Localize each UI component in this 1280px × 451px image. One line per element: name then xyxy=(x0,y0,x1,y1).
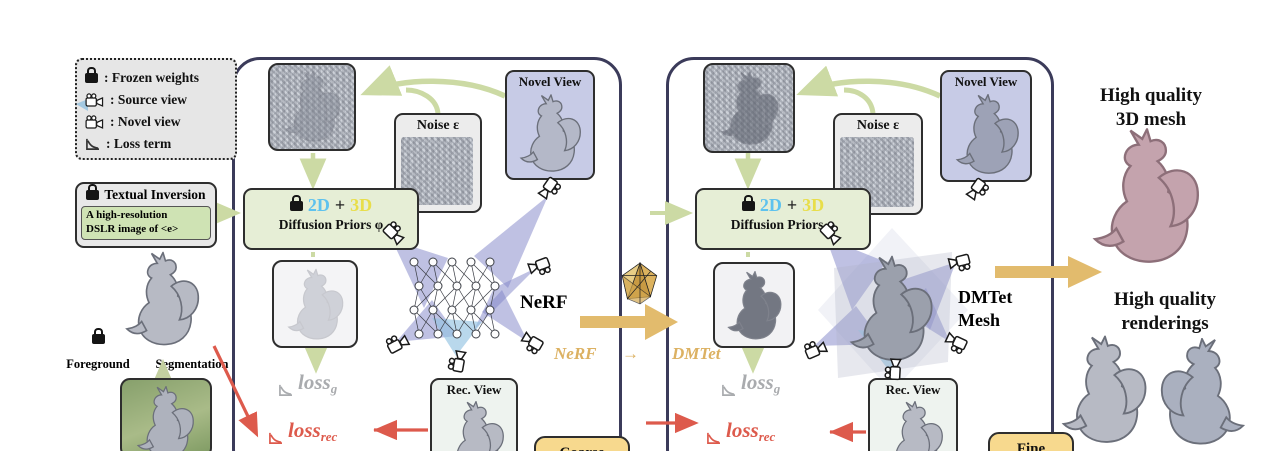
high-quality-rendering-2 xyxy=(1152,338,1252,450)
priors-2d: 2D xyxy=(759,195,782,215)
lock-icon xyxy=(86,184,100,200)
fine-rec-view-box: Rec. View xyxy=(868,378,958,451)
high-quality-mesh-render xyxy=(1088,128,1206,270)
loss-rec-sub: rec xyxy=(758,429,776,445)
transition-from-label: NeRF xyxy=(554,344,597,363)
legend-row-source: : Source view xyxy=(76,89,227,111)
mesh-title-line1: High quality xyxy=(1100,85,1202,106)
loss-rec-sub: rec xyxy=(320,429,338,445)
priors-3d: 3D xyxy=(802,195,825,215)
legend-label: : Novel view xyxy=(110,114,181,129)
nerf-label: NeRF xyxy=(520,292,568,313)
legend-row-frozen: : Frozen weights xyxy=(85,67,227,89)
prompt-box: A high-resolution DSLR image of <e> xyxy=(81,206,211,240)
prompt-line2: DSLR image of <e> xyxy=(86,222,179,235)
loss-rec-text: loss xyxy=(288,418,321,442)
coarse-rec-view-box: Rec. View xyxy=(430,378,518,451)
prompt-line1: A high-resolution xyxy=(86,209,168,221)
camera-icon xyxy=(964,175,992,204)
coarse-diffusion-priors-box: 2D + 3D Diffusion Priors φ xyxy=(243,188,419,250)
fine-loss-rec: lossrec xyxy=(706,420,775,445)
renderings-output-title: High quality renderings xyxy=(1086,288,1244,336)
camera-icon xyxy=(380,219,409,248)
loss-g-sub: g xyxy=(773,381,781,397)
fine-noised-image xyxy=(703,63,795,153)
segmented-dragon-image xyxy=(122,242,204,360)
loss-curve-icon xyxy=(707,433,720,445)
foreground-label: Foreground xyxy=(66,357,130,371)
loss-g-text: loss xyxy=(741,370,774,394)
renderings-title-line2: renderings xyxy=(1121,312,1209,334)
renderings-title-line1: High quality xyxy=(1114,289,1216,310)
novel-view-camera-icon xyxy=(85,114,104,130)
coarse-noised-image xyxy=(268,63,356,151)
high-quality-rendering-1 xyxy=(1058,334,1152,450)
legend-label: : Frozen weights xyxy=(104,70,199,85)
source-view-camera-icon xyxy=(76,92,104,111)
legend-row-novel: : Novel view xyxy=(85,111,227,133)
fine-stage-badge: Fine xyxy=(988,432,1074,451)
fine-novel-view-box: Novel View xyxy=(940,70,1032,182)
source-photo xyxy=(120,378,212,451)
loss-curve-icon xyxy=(269,433,282,445)
priors-2d: 2D xyxy=(307,195,330,215)
lock-icon xyxy=(92,328,105,344)
lock-icon xyxy=(741,194,755,211)
noise-label: Noise ε xyxy=(416,118,460,133)
legend-label: : Loss term xyxy=(106,136,172,151)
loss-curve-icon xyxy=(86,138,99,150)
priors-plus: + xyxy=(334,195,346,215)
fine-denoised-image xyxy=(713,262,795,348)
lock-icon xyxy=(85,67,98,83)
textual-inversion-title: Textual Inversion xyxy=(104,187,206,202)
segmentation-label: Segmentation xyxy=(155,357,229,371)
fine-loss-g: lossg xyxy=(721,372,780,397)
dmtet-line2: Mesh xyxy=(958,310,1000,331)
dmtet-line1: DMTet xyxy=(958,287,1013,307)
dmtet-mesh-label: DMTet Mesh xyxy=(958,286,1012,333)
fine-diffusion-priors-box: 2D + 3D Diffusion Priors φ xyxy=(695,188,871,250)
mesh-title-line2: 3D mesh xyxy=(1115,108,1187,130)
loss-g-sub: g xyxy=(330,381,338,397)
priors-plus: + xyxy=(786,195,798,215)
legend: : Frozen weights : Source view : Novel v… xyxy=(75,58,237,160)
camera-icon xyxy=(536,174,564,203)
rec-view-label: Rec. View xyxy=(885,382,941,397)
mesh-output-title: High quality 3D mesh xyxy=(1076,84,1226,132)
novel-view-label: Novel View xyxy=(954,74,1018,89)
coarse-denoised-image xyxy=(272,260,358,348)
coarse-loss-rec: lossrec xyxy=(268,420,337,445)
transition-arrow-glyph: → xyxy=(622,344,639,363)
loss-curve-icon xyxy=(279,385,292,397)
legend-label: : Source view xyxy=(110,92,187,107)
coarse-novel-view-box: Novel View xyxy=(505,70,595,180)
priors-label: Diffusion Priors φ xyxy=(730,217,836,232)
loss-g-text: loss xyxy=(298,370,331,394)
noise-label: Noise ε xyxy=(856,118,900,133)
priors-label: Diffusion Priors φ xyxy=(278,217,384,232)
tetrahedra-grid-icon xyxy=(621,261,658,305)
loss-curve-icon xyxy=(722,385,735,397)
textual-inversion-box: Textual Inversion A high-resolution DSLR… xyxy=(75,182,217,248)
transition-to-label: DMTet xyxy=(672,344,721,363)
lock-icon xyxy=(289,194,303,211)
coarse-loss-g: lossg xyxy=(278,372,337,397)
camera-icon xyxy=(884,357,903,381)
novel-view-label: Novel View xyxy=(518,74,582,89)
priors-3d: 3D xyxy=(350,195,373,215)
loss-rec-text: loss xyxy=(726,418,759,442)
coarse-stage-badge: Coarse xyxy=(534,436,630,451)
legend-row-loss: : Loss term xyxy=(85,133,227,155)
dmtet-mesh-render xyxy=(846,252,938,370)
nerf-network-icon xyxy=(409,257,500,339)
rec-view-label: Rec. View xyxy=(446,382,502,397)
